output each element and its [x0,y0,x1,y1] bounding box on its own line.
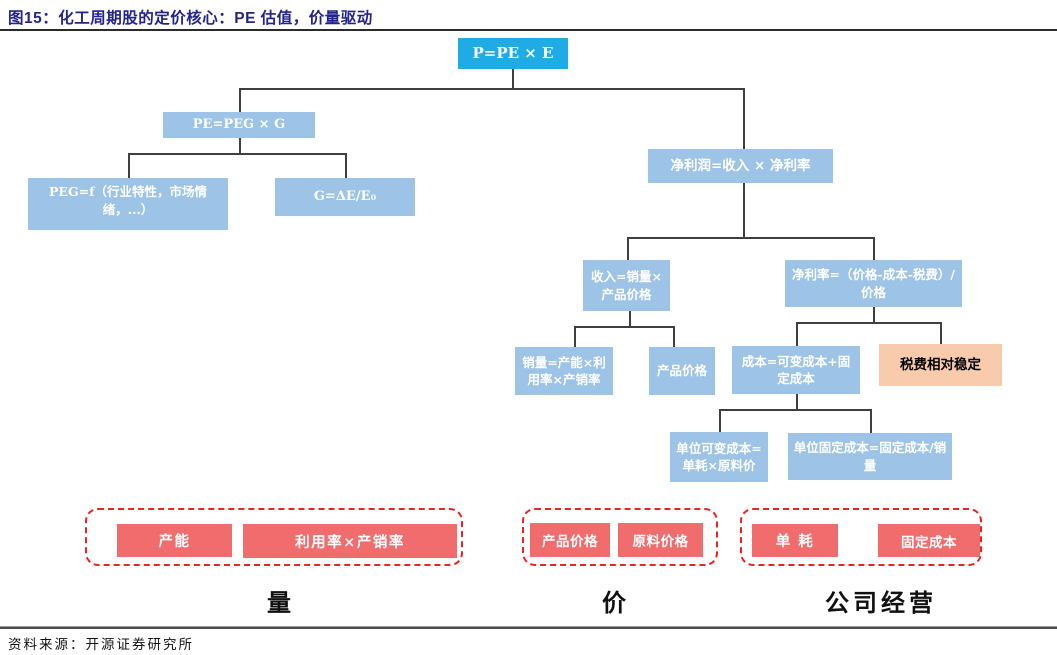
connector [574,326,576,347]
connector [128,153,345,155]
category-label-price: 价 [602,588,630,617]
driver-group-company-operation [740,508,982,566]
source-divider [0,626,1057,629]
connector [128,153,130,178]
chip-raw-material-price: 原料价格 [618,523,703,557]
connector [629,311,631,326]
title-divider [0,29,1057,31]
connector [796,322,798,346]
connector [239,88,241,112]
figure-title: 图15：化工周期股的定价核心：PE 估值，价量驱动 [8,10,373,27]
connector [796,394,798,409]
chip-product-price: 产品价格 [530,523,610,557]
node-unit-variable-cost: 单位可变成本=单耗×原料价 [670,432,768,482]
category-label-volume: 量 [267,588,295,617]
connector [345,153,347,178]
connector [627,237,629,260]
category-label-company-operation: 公司经营 [825,588,937,617]
node-cost-formula: 成本=可变成本+固定成本 [732,346,860,394]
connector [796,322,940,324]
connector [870,409,872,433]
connector [743,183,745,237]
node-tax-stable: 税费相对稳定 [879,344,1002,386]
chip-utilization-sellthrough: 利用率×产销率 [243,524,457,558]
connector [940,322,942,344]
connector [873,307,875,322]
node-product-price: 产品价格 [649,347,715,395]
connector [574,326,673,328]
chip-unit-consumption: 单 耗 [752,524,838,557]
connector [239,88,744,90]
node-net-profit-formula: 净利润=收入 × 净利率 [648,149,833,183]
node-growth-formula: G=ΔE/E₀ [275,178,415,216]
chip-capacity: 产能 [117,524,232,557]
connector [512,69,514,88]
connector [627,237,873,239]
node-net-margin-formula: 净利率=（价格-成本-税费）/价格 [785,260,962,307]
connector [719,409,721,432]
node-unit-fixed-cost: 单位固定成本=固定成本/销量 [788,433,952,480]
node-revenue-formula: 收入=销量×产品价格 [583,260,670,311]
driver-group-price [522,508,718,566]
node-price-formula: P=PE × E [458,38,568,69]
node-peg-formula: PEG=f（行业特性，市场情绪，...） [28,178,228,230]
connector [873,237,875,260]
connector [239,138,241,153]
driver-group-volume [85,508,463,566]
connector [673,326,675,347]
connector [743,88,745,149]
node-pe-formula: PE=PEG × G [163,112,315,138]
node-sales-volume-formula: 销量=产能×利用率×产销率 [515,347,613,395]
source-text: 资料来源：开源证券研究所 [8,637,194,652]
chip-fixed-cost: 固定成本 [878,524,980,557]
connector [719,409,870,411]
